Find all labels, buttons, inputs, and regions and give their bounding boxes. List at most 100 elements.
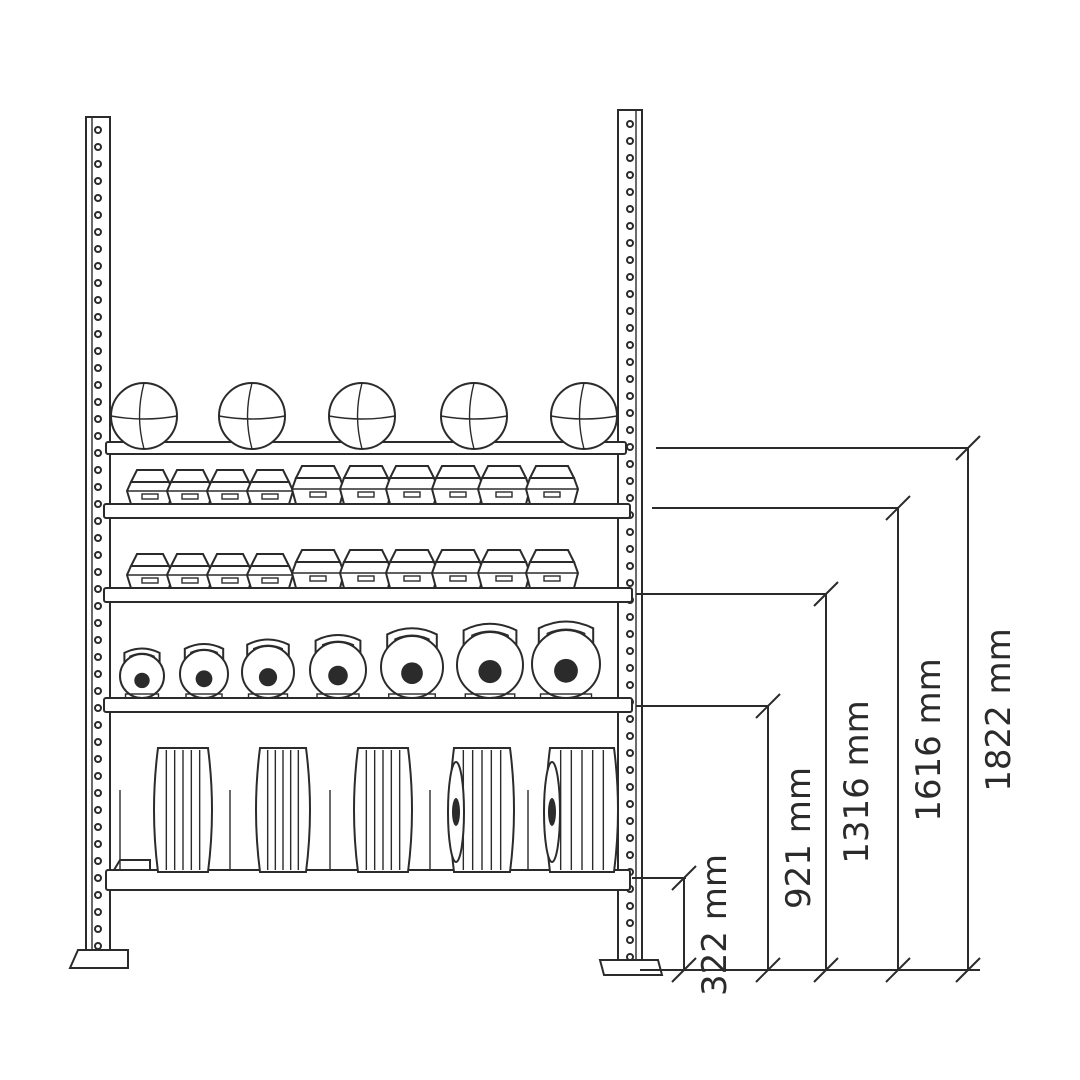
upright-hole xyxy=(626,579,634,587)
upright-hole xyxy=(94,279,102,287)
upright-hole xyxy=(94,211,102,219)
upright-hole xyxy=(94,636,102,644)
upright-hole xyxy=(94,347,102,355)
kettlebell xyxy=(530,620,602,699)
upright-hole xyxy=(626,460,634,468)
upright-hole xyxy=(626,613,634,621)
upright-hole xyxy=(94,925,102,933)
upright-hole xyxy=(94,840,102,848)
upright-hole xyxy=(94,517,102,525)
bumper-plate xyxy=(447,747,515,873)
upright-hole xyxy=(626,647,634,655)
upright-hole xyxy=(626,154,634,162)
upright-hole xyxy=(94,534,102,542)
upright-hole xyxy=(94,653,102,661)
kettlebell xyxy=(308,634,368,699)
upright-hole xyxy=(626,273,634,281)
bumper-plate xyxy=(353,747,413,873)
left-foot-plate xyxy=(68,949,129,969)
upright-hole xyxy=(626,715,634,723)
kettlebell xyxy=(118,647,166,699)
upright-hole xyxy=(94,789,102,797)
upright-hole xyxy=(94,755,102,763)
upright-hole xyxy=(626,409,634,417)
dimension-label-1616: 1616 mm xyxy=(909,658,949,822)
medicine-ball xyxy=(550,382,618,450)
upright-hole xyxy=(626,205,634,213)
upright-hole xyxy=(94,874,102,882)
kettlebell xyxy=(455,622,525,699)
upright-hole xyxy=(94,330,102,338)
upright-hole xyxy=(94,738,102,746)
hex-dumbbell xyxy=(476,465,532,505)
upright-hole xyxy=(626,681,634,689)
kettlebell xyxy=(178,643,230,699)
upright-hole xyxy=(626,834,634,842)
upright-hole xyxy=(94,313,102,321)
upright-hole xyxy=(626,630,634,638)
upright-hole xyxy=(94,381,102,389)
upright-hole xyxy=(94,415,102,423)
kettlebell xyxy=(379,627,445,699)
upright-hole xyxy=(626,936,634,944)
upright-hole xyxy=(626,494,634,502)
hex-dumbbell xyxy=(524,465,580,505)
upright-hole xyxy=(94,296,102,304)
upright-hole xyxy=(626,477,634,485)
upright-hole xyxy=(626,120,634,128)
upright-hole xyxy=(626,256,634,264)
upright-hole xyxy=(94,126,102,134)
upright-hole xyxy=(94,908,102,916)
hex-dumbbell xyxy=(384,465,440,505)
upright-hole xyxy=(94,194,102,202)
upright-hole xyxy=(94,449,102,457)
upright-hole xyxy=(94,670,102,678)
upright-hole xyxy=(94,585,102,593)
hex-dumbbell xyxy=(165,469,215,505)
upright-hole xyxy=(94,466,102,474)
upright-hole xyxy=(94,364,102,372)
hex-dumbbell xyxy=(384,549,440,589)
upright-hole xyxy=(94,160,102,168)
upright-hole xyxy=(626,375,634,383)
upright-hole xyxy=(626,766,634,774)
upright-hole xyxy=(94,823,102,831)
upright-hole xyxy=(626,749,634,757)
upright-hole xyxy=(626,902,634,910)
hex-dumbbell xyxy=(338,549,394,589)
shelf-4 xyxy=(103,697,633,713)
upright-hole xyxy=(94,228,102,236)
upright-hole xyxy=(626,783,634,791)
upright-hole xyxy=(626,919,634,927)
upright-hole xyxy=(626,222,634,230)
upright-hole xyxy=(94,262,102,270)
upright-hole xyxy=(94,687,102,695)
bumper-plate xyxy=(543,747,619,873)
hex-dumbbell xyxy=(338,465,394,505)
dimension-lines xyxy=(632,435,981,983)
hex-dumbbell xyxy=(125,469,175,505)
upright-hole xyxy=(626,545,634,553)
upright-hole xyxy=(626,324,634,332)
upright-hole xyxy=(626,171,634,179)
upright-hole xyxy=(94,551,102,559)
hex-dumbbell xyxy=(205,469,255,505)
hex-dumbbell xyxy=(290,465,346,505)
medicine-ball xyxy=(218,382,286,450)
kettlebell xyxy=(240,638,296,699)
hex-dumbbell xyxy=(524,549,580,589)
upright-hole xyxy=(94,143,102,151)
upright-hole xyxy=(94,721,102,729)
upright-hole xyxy=(626,392,634,400)
upright-hole xyxy=(94,772,102,780)
bumper-plate xyxy=(255,747,311,873)
dimension-label-1822: 1822 mm xyxy=(979,628,1019,792)
upright-hole xyxy=(94,483,102,491)
shelf-2 xyxy=(103,503,631,519)
bumper-plates-row xyxy=(119,747,619,873)
hex-dumbbell xyxy=(430,549,486,589)
hex-dumbbell xyxy=(165,553,215,589)
upright-hole xyxy=(626,358,634,366)
